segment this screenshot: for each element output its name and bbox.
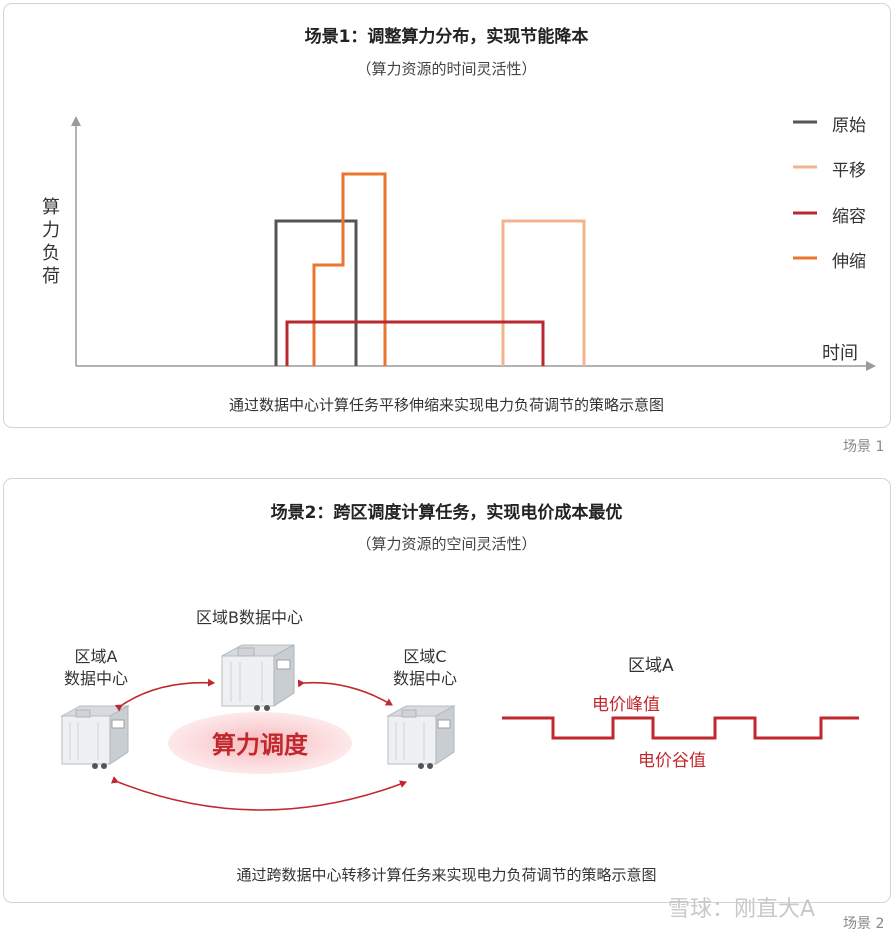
datacenter-b-icon: [221, 644, 295, 711]
datacenter-a-icon: [60, 705, 130, 769]
y-axis-arrow: [71, 116, 81, 126]
x-axis-arrow: [866, 361, 876, 371]
scene1-subtitle: （算力资源的时间灵活性）: [356, 60, 537, 78]
legend-label-stretch: 伸缩: [832, 252, 866, 272]
scene1-corner-label: 场景 1: [843, 439, 885, 455]
scheduling-label: 算力调度: [212, 731, 308, 759]
arrow-b-c: [297, 679, 393, 706]
scene2-corner-label: 场景 2: [843, 916, 885, 932]
price-peak-label: 电价峰值: [592, 695, 660, 715]
scene1-caption: 通过数据中心计算任务平移伸缩来实现电力负荷调节的策略示意图: [228, 396, 664, 414]
dc-b-label: 区域B数据中心: [196, 608, 303, 627]
scene2-title: 场景2：跨区调度计算任务，实现电价成本最优: [270, 503, 623, 523]
scene2-subtitle: （算力资源的空间灵活性）: [356, 535, 537, 553]
region-a-label: 区域A: [628, 656, 674, 676]
scene1-title: 场景1：调整算力分布，实现节能降本: [304, 27, 589, 47]
series-shift: [501, 219, 586, 366]
dc-c-label-line2: 数据中心: [392, 669, 457, 688]
scene2-caption: 通过跨数据中心转移计算任务来实现电力负荷调节的策略示意图: [236, 866, 657, 884]
dc-c-label-line1: 区域C: [403, 647, 447, 666]
arrow-a-b: [114, 678, 215, 712]
series-original: [274, 219, 358, 366]
dc-a-label-line2: 数据中心: [63, 669, 128, 688]
scheduling-glow: [168, 712, 352, 774]
legend-label-original: 原始: [832, 116, 866, 136]
price-valley-label: 电价谷值: [638, 751, 706, 771]
series-scaledown: [285, 320, 545, 366]
dc-a-label-line1: 区域A: [74, 647, 118, 666]
legend-label-shift: 平移: [832, 161, 866, 181]
watermark: 雪球：刚直大A: [668, 897, 816, 922]
y-axis-label: 算力负荷: [42, 197, 60, 287]
arrow-a-c: [110, 776, 407, 811]
scene1-panel: [3, 3, 891, 428]
price-wave: [502, 716, 859, 740]
datacenter-c-icon: [386, 705, 456, 769]
series-stretch: [312, 172, 387, 366]
legend-label-scaledown: 缩容: [832, 207, 866, 227]
x-axis-label: 时间: [822, 343, 858, 364]
